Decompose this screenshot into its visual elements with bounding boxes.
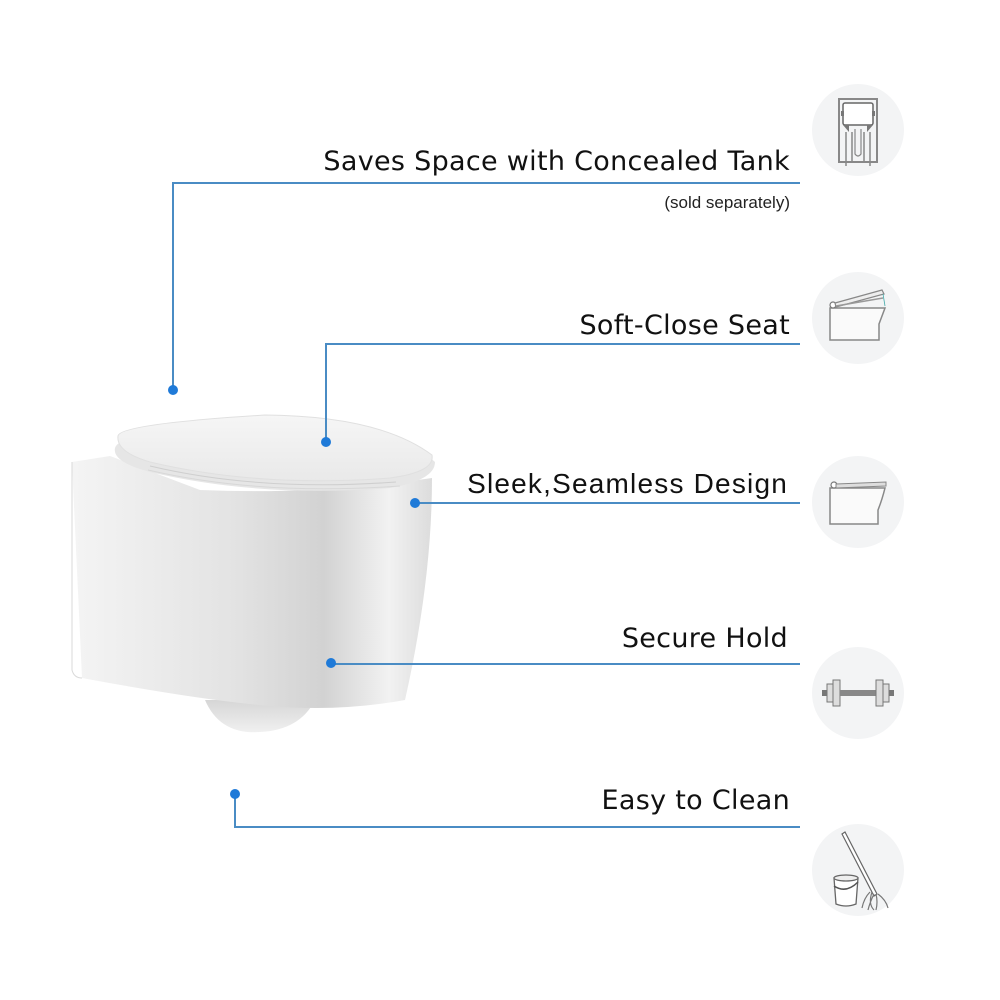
callout-dot-secure-hold	[326, 658, 336, 668]
callout-leader-easy-to-clean	[234, 794, 236, 827]
callout-dot-easy-to-clean	[230, 789, 240, 799]
mop-bucket-icon	[812, 824, 904, 916]
soft-close-seat-icon	[812, 272, 904, 364]
feature-label-seamless-design: Sleek,Seamless Design	[467, 468, 788, 499]
callout-line-seamless-design	[414, 502, 800, 504]
callout-line-easy-to-clean	[234, 826, 800, 828]
callout-dot-soft-close-seat	[321, 437, 331, 447]
feature-label-concealed-tank: Saves Space with Concealed Tank	[323, 146, 790, 177]
seamless-toilet-icon	[812, 456, 904, 548]
callout-line-concealed-tank	[172, 182, 800, 184]
feature-label-secure-hold: Secure Hold	[621, 623, 788, 654]
feature-label-soft-close-seat: Soft-Close Seat	[579, 310, 790, 341]
concealed-tank-frame-icon	[812, 84, 904, 176]
callout-leader-soft-close-seat	[325, 343, 327, 442]
feature-label-easy-to-clean: Easy to Clean	[601, 785, 790, 816]
wall-hung-toilet-image	[60, 400, 440, 760]
callout-dot-concealed-tank	[168, 385, 178, 395]
callout-leader-concealed-tank	[172, 182, 174, 390]
callout-line-soft-close-seat	[325, 343, 800, 345]
barbell-icon	[812, 647, 904, 739]
feature-note-sold-separately: (sold separately)	[664, 193, 790, 212]
callout-line-secure-hold	[330, 663, 800, 665]
callout-dot-seamless-design	[410, 498, 420, 508]
